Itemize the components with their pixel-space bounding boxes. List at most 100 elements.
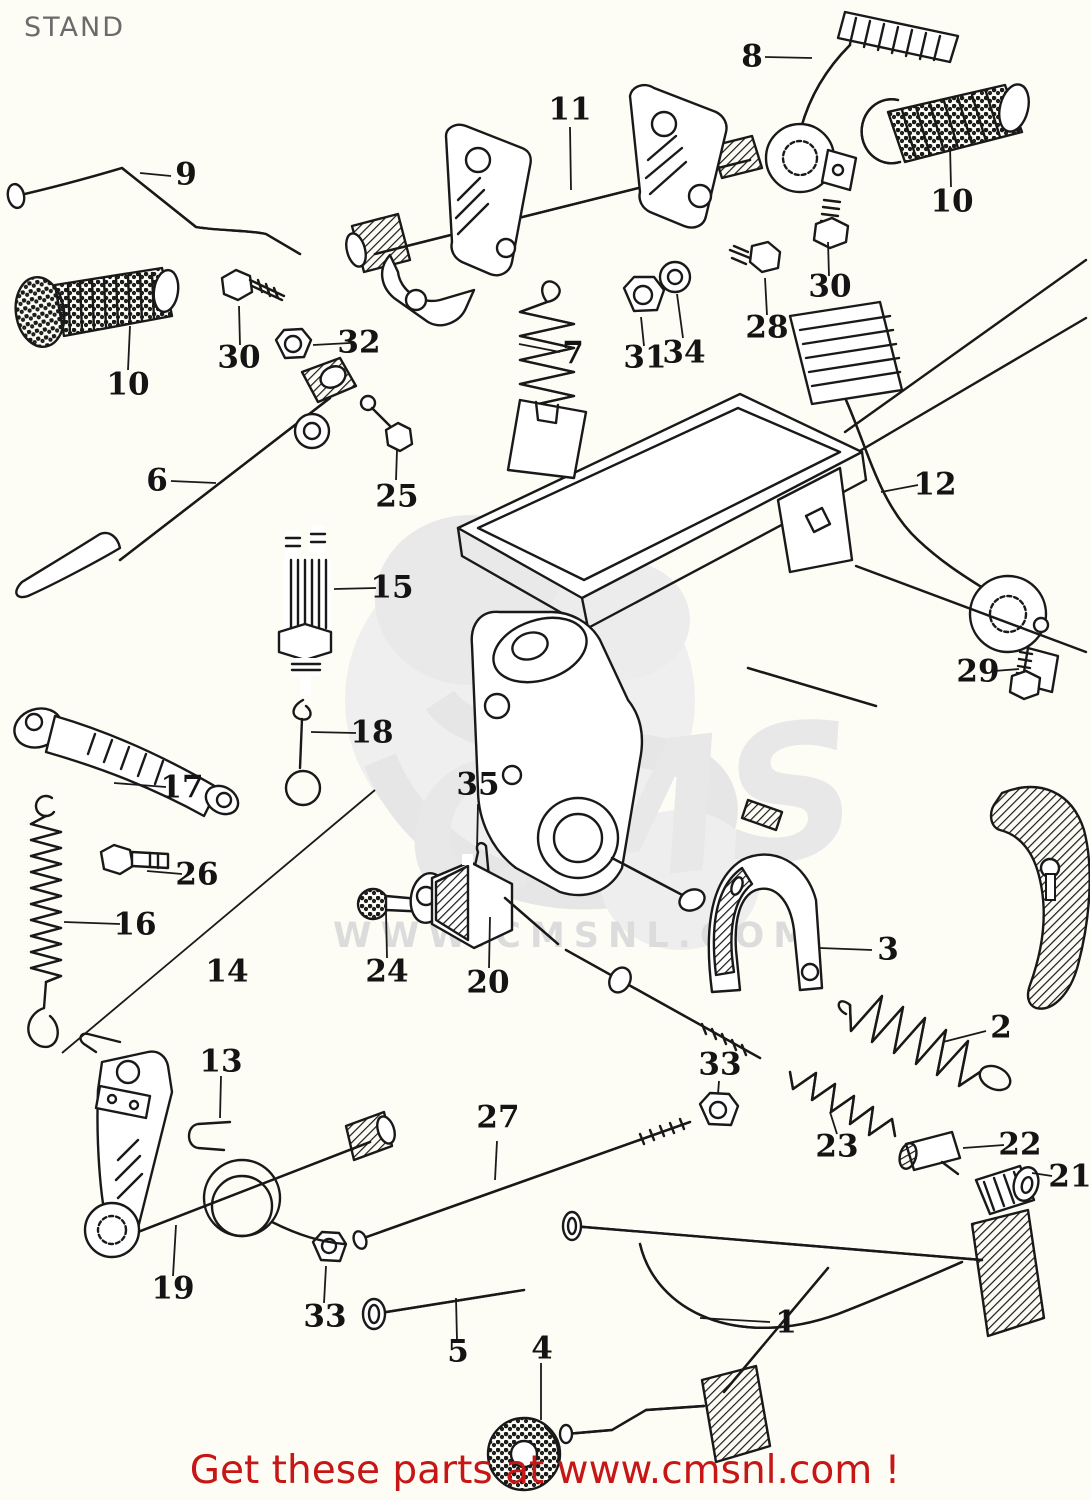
- part-15-stop-switch-drawing: [277, 526, 333, 696]
- leader-line-7: [518, 343, 561, 353]
- leader-line-27: [494, 1140, 498, 1181]
- part-9-step-bar-drawing: [6, 166, 302, 256]
- part-21-bushing-drawing: [974, 1164, 1040, 1216]
- leader-line-1: [699, 1317, 771, 1323]
- part-5-collar-tube-drawing: [361, 1288, 526, 1331]
- part-34-washer-drawing: [658, 260, 692, 294]
- part-label-9: 9: [175, 156, 197, 193]
- leader-line-3: [819, 947, 873, 951]
- part-25-bolt-drawing: [359, 394, 414, 453]
- center-frame-bracket-drawing: [456, 258, 1088, 912]
- part-32-nut-drawing: [274, 327, 313, 360]
- part-19-pivot-shaft-arm-drawing: [79, 1032, 396, 1259]
- part-20-clevis-rod-drawing: [409, 854, 762, 1060]
- part-label-11: 11: [548, 91, 592, 128]
- part-label-34: 34: [662, 334, 706, 371]
- leader-line-9: [139, 172, 172, 177]
- part-label-21: 21: [1048, 1158, 1090, 1195]
- part-17-arm-link-drawing: [13, 707, 240, 818]
- part-label-15: 15: [370, 569, 414, 606]
- page-title: STAND: [24, 12, 125, 43]
- leader-line-34: [676, 293, 684, 339]
- part-label-8: 8: [741, 38, 763, 75]
- part-label-20: 20: [466, 964, 510, 1001]
- leader-line-11: [569, 126, 572, 191]
- part-label-10: 10: [106, 366, 150, 403]
- part-3-bracket-drawing: [707, 853, 824, 994]
- part-12-brake-pedal-drawing: [788, 300, 1060, 694]
- leader-line-18: [310, 731, 357, 734]
- leader-line-8: [764, 56, 813, 59]
- part-label-14: 14: [205, 953, 249, 990]
- leader-line-35: [476, 803, 479, 850]
- part-label-30: 30: [217, 339, 261, 376]
- leader-line-33: [323, 1265, 327, 1304]
- leader-line-5: [455, 1297, 458, 1341]
- part-16-spring-drawing: [27, 794, 63, 1049]
- part-label-3: 3: [877, 931, 899, 968]
- part-label-17: 17: [160, 769, 204, 806]
- part-label-27: 27: [476, 1099, 520, 1136]
- part-23-spring-drawing: [788, 1070, 897, 1138]
- part-label-33: 33: [303, 1298, 347, 1335]
- part-label-25: 25: [375, 478, 419, 515]
- part-30-left-bolt-drawing: [220, 268, 286, 302]
- leader-line-20: [488, 916, 491, 969]
- part-label-1: 1: [775, 1304, 797, 1341]
- part-label-26: 26: [175, 856, 219, 893]
- part-label-7: 7: [562, 335, 584, 372]
- part-10-right-footrest-rubber-drawing: [860, 83, 1030, 165]
- part-label-4: 4: [531, 1330, 553, 1367]
- part-10-left-footrest-rubber-drawing: [14, 266, 180, 348]
- part-label-33: 33: [698, 1046, 742, 1083]
- leader-line-6: [170, 480, 217, 484]
- part-label-13: 13: [199, 1043, 243, 1080]
- part-13-spring-clip-drawing: [187, 1120, 346, 1246]
- leader-line-22: [962, 1144, 1005, 1149]
- part-label-29: 29: [956, 653, 1000, 690]
- leader-line-13: [219, 1075, 222, 1119]
- part-label-6: 6: [146, 462, 168, 499]
- leader-line-15: [333, 587, 377, 590]
- part-8-kick-starter-arm-drawing: [764, 10, 960, 194]
- leader-line-23: [829, 1111, 838, 1135]
- part-label-10: 10: [930, 183, 974, 220]
- part-label-19: 19: [151, 1270, 195, 1307]
- part-label-28: 28: [745, 309, 789, 346]
- leader-line-33: [717, 1080, 720, 1095]
- leader-line-28: [764, 277, 768, 316]
- leader-line-24: [385, 911, 388, 959]
- part-18-joint-rod-drawing: [284, 698, 322, 807]
- part-2-stand-spring-drawing: [837, 994, 1012, 1092]
- part-28-bolt-drawing: [728, 240, 782, 274]
- part-label-35: 35: [456, 766, 500, 803]
- leader-line-26: [146, 870, 183, 875]
- part-11-footrest-bar-assembly-drawing: [345, 84, 764, 327]
- part-label-12: 12: [913, 466, 957, 503]
- leader-line-14: [61, 789, 376, 1054]
- part-label-5: 5: [447, 1333, 469, 1370]
- part-1-main-stand-drawing: [558, 1208, 1046, 1464]
- leader-line-2: [942, 1030, 987, 1043]
- leader-line-30: [827, 241, 830, 277]
- part-label-32: 32: [337, 324, 381, 361]
- part-30-right-bolt-drawing: [812, 198, 850, 250]
- leader-line-16: [63, 921, 121, 925]
- leader-line-29: [993, 668, 1020, 672]
- part-26-bolt-drawing: [99, 843, 170, 876]
- footer-promo-link[interactable]: Get these parts at www.cmsnl.com !: [189, 1448, 901, 1493]
- leader-line-31: [640, 316, 645, 347]
- leader-line-10: [127, 325, 131, 371]
- part-label-31: 31: [623, 339, 667, 376]
- part-22-pin-drawing: [898, 1130, 962, 1176]
- part-label-18: 18: [350, 714, 394, 751]
- part-29-bolt-drawing: [1008, 650, 1042, 701]
- leader-line-12: [880, 484, 919, 493]
- leader-line-17: [113, 782, 167, 788]
- leader-line-21: [1031, 1172, 1053, 1177]
- part-label-22: 22: [998, 1126, 1042, 1163]
